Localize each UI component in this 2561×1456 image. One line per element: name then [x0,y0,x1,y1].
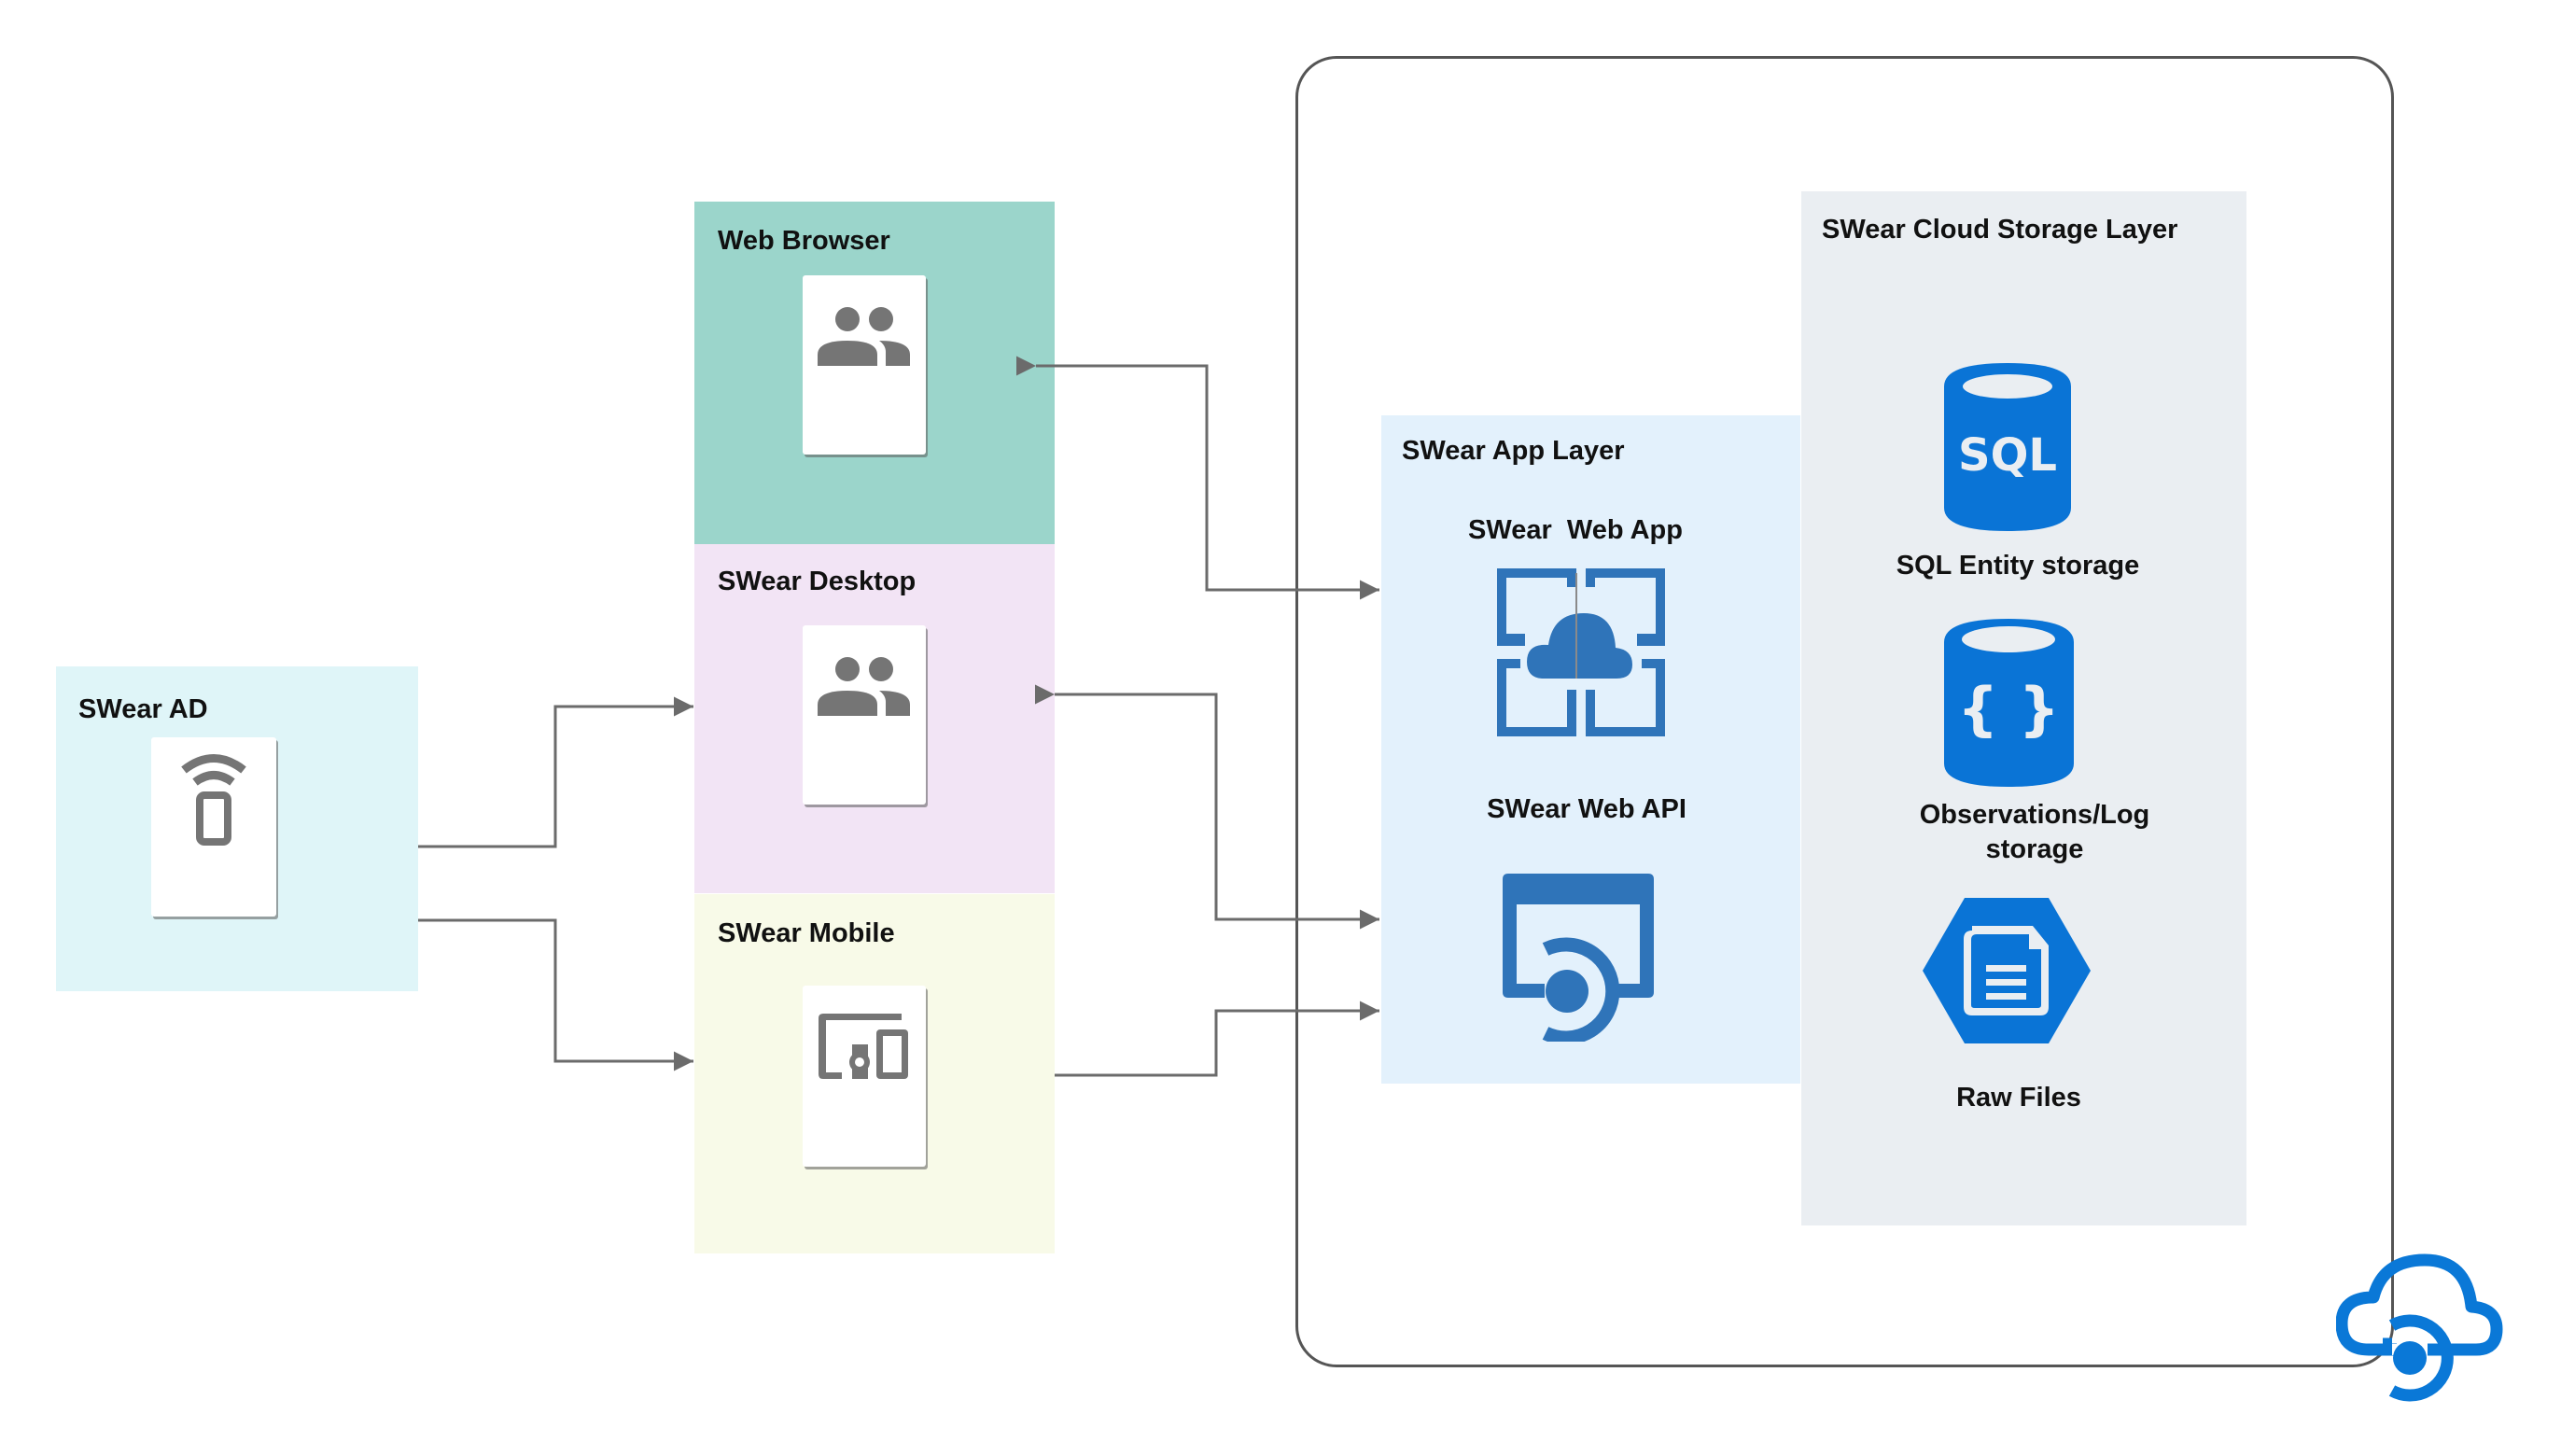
connector-webapp-browser [1016,356,1379,600]
desktop-box[interactable]: SWear Desktop [694,544,1055,893]
devices-watch-icon [819,1014,908,1079]
ad-title: SWear AD [78,694,208,724]
wireless-phone-icon [181,754,246,846]
raw-files-label: Raw Files [1956,1083,2081,1113]
sql-glyph: SQL [1958,429,2057,482]
web-browser-card [803,275,926,455]
document-db-icon[interactable]: { } [1944,619,2074,787]
azure-web-app-icon[interactable] [1497,568,1665,736]
mobile-card [803,986,926,1167]
app-layer-box[interactable]: SWear App Layer [1381,415,1800,1084]
mobile-title: SWear Mobile [718,918,895,948]
connector-webapi-desktop [1035,684,1379,930]
people-icon [818,657,910,716]
mobile-box[interactable]: SWear Mobile [694,894,1055,1253]
sql-storage-label: SQL Entity storage [1896,551,2140,581]
connector-ad-to-mobile [418,918,693,1071]
connector-ad-to-desktop [418,696,693,848]
web-browser-box[interactable]: Web Browser [694,202,1055,544]
web-api-label: SWear Web API [1487,794,1686,824]
desktop-title: SWear Desktop [718,567,917,596]
azure-api-app-icon[interactable] [1503,874,1654,1042]
json-glyph: { } [1957,675,2060,743]
ad-card [151,737,276,917]
azure-cloud-service-icon [2336,1253,2503,1402]
ad-box[interactable]: SWear AD [56,666,418,991]
log-storage-label-line1: Observations/Log [1919,800,2150,830]
log-storage-label-line2: storage [1985,834,2084,864]
app-layer-title: SWear App Layer [1402,436,1625,466]
file-storage-icon[interactable] [1923,898,2091,1043]
desktop-card [803,625,926,805]
connector-mobile-webapi [1055,1001,1379,1077]
people-icon [818,307,910,366]
web-browser-title: Web Browser [718,226,890,256]
sql-database-icon[interactable]: SQL [1944,363,2071,531]
web-app-label: SWear Web App [1468,515,1683,545]
storage-layer-title: SWear Cloud Storage Layer [1822,215,2178,245]
